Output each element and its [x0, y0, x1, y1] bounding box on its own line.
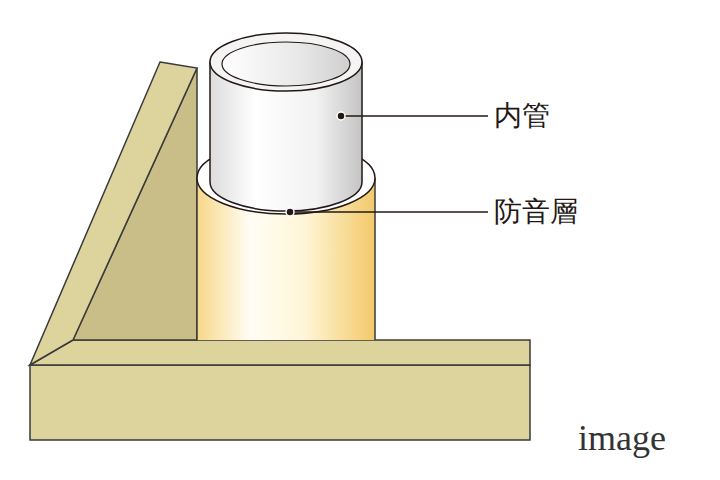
image-note: image: [578, 420, 666, 456]
part-label: 防音層: [494, 198, 578, 226]
part-label: 内管: [494, 102, 550, 130]
